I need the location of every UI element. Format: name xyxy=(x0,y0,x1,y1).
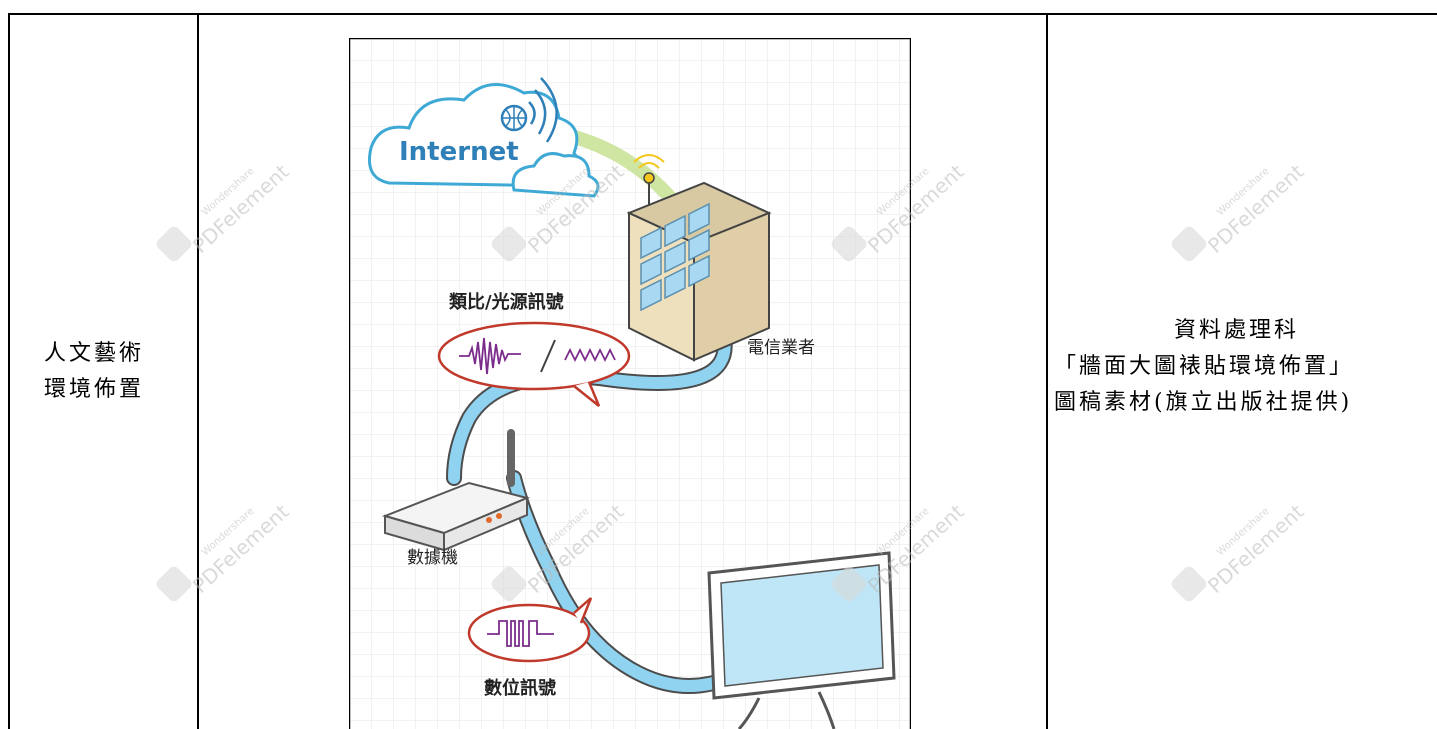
table-left-border xyxy=(8,13,10,729)
telecom-building xyxy=(626,154,772,362)
watermark-logo-icon xyxy=(1169,224,1209,264)
modem-label: 數據機 xyxy=(407,548,458,568)
analog-signal-bubble xyxy=(437,321,631,407)
watermark-logo-icon xyxy=(1169,564,1209,604)
globe-icon xyxy=(500,77,558,143)
column-divider-2 xyxy=(1046,13,1048,729)
category-line-1: 人文藝術 xyxy=(44,341,145,366)
modem-device xyxy=(381,429,531,552)
carrier-label: 電信業者 xyxy=(747,338,815,358)
table-top-border xyxy=(8,13,1437,15)
network-diagram-svg: Internet xyxy=(349,38,911,729)
watermark-logo-icon xyxy=(154,224,194,264)
description-cell: 資料處理科 「牆面大圖裱貼環境佈置」 圖稿素材(旗立出版社提供) xyxy=(1054,313,1437,421)
internet-cloud: Internet xyxy=(368,83,600,198)
watermark-logo-icon xyxy=(154,564,194,604)
category-cell: 人文藝術 環境佈置 xyxy=(44,336,144,408)
network-illustration: Internet xyxy=(349,38,911,729)
internet-label: Internet xyxy=(399,137,519,167)
description-line-1: 資料處理科 xyxy=(1174,318,1300,343)
description-line-2: 「牆面大圖裱貼環境佈置」 xyxy=(1054,354,1355,379)
category-line-2: 環境佈置 xyxy=(44,377,145,402)
analog-signal-label: 類比/光源訊號 xyxy=(448,291,564,313)
digital-signal-bubble xyxy=(467,597,593,663)
description-line-3: 圖稿素材(旗立出版社提供) xyxy=(1054,390,1353,415)
column-divider-1 xyxy=(197,13,199,729)
digital-signal-label: 數位訊號 xyxy=(484,677,556,699)
